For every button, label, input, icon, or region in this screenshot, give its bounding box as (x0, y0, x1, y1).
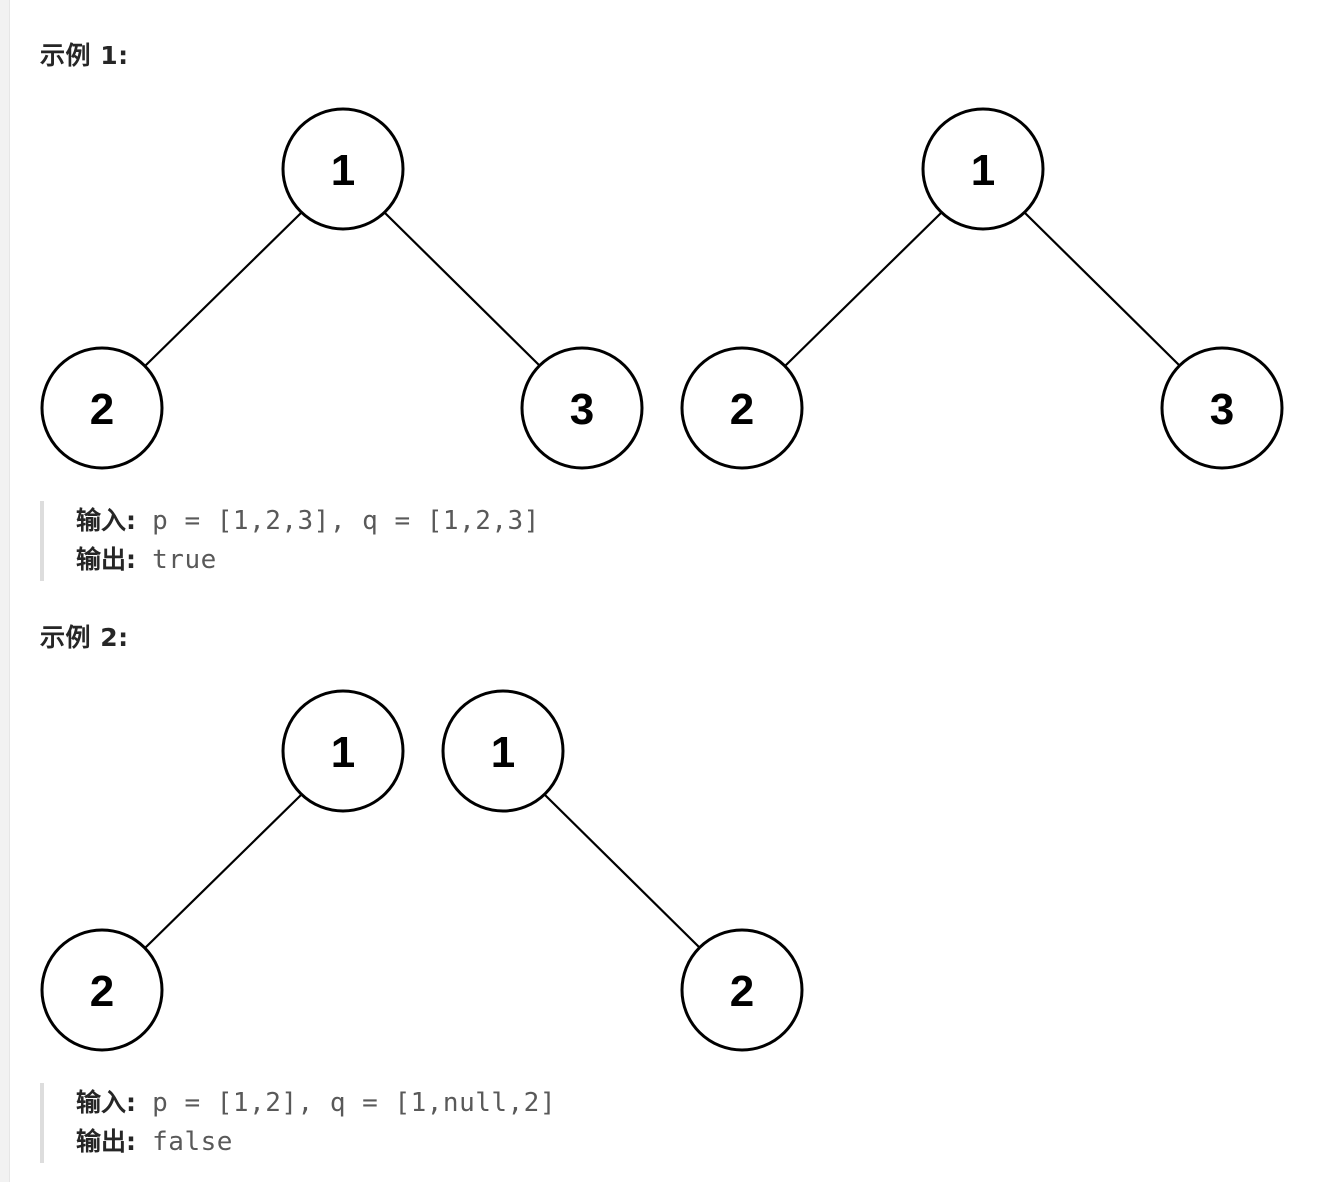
tree-q: 1 2 (441, 689, 804, 1052)
example-2-trees: 1 2 1 2 (40, 689, 804, 1052)
node-label: 2 (730, 967, 754, 1016)
tree-edge (784, 212, 942, 367)
node-label: 3 (570, 385, 594, 434)
input-value: p = [1,2,3], q = [1,2,3] (136, 506, 540, 536)
left-rail (0, 0, 10, 1182)
node-label: 1 (331, 728, 355, 777)
node-label: 1 (971, 146, 995, 195)
output-value: true (136, 545, 217, 575)
node-label: 1 (331, 146, 355, 195)
example-1-trees: 1 2 3 1 2 3 (40, 107, 1284, 470)
tree-edge (144, 212, 302, 367)
output-line: 输出: true (76, 540, 740, 579)
tree-node: 1 (281, 689, 405, 813)
tree-node: 1 (441, 689, 565, 813)
output-line: 输出: false (76, 1122, 740, 1161)
node-label: 1 (491, 728, 515, 777)
tree-node: 3 (520, 346, 644, 470)
node-label: 3 (1210, 385, 1234, 434)
tree-q: 1 2 3 (680, 107, 1284, 470)
example-1-io-block: 输入: p = [1,2,3], q = [1,2,3] 输出: true (40, 501, 740, 581)
example-1-heading: 示例 1: (40, 41, 129, 70)
example-2-io-block: 输入: p = [1,2], q = [1,null,2] 输出: false (40, 1083, 740, 1163)
node-label: 2 (90, 385, 114, 434)
tree-edge (544, 794, 701, 949)
tree-node: 3 (1160, 346, 1284, 470)
node-label: 2 (730, 385, 754, 434)
tree-edge (384, 212, 541, 367)
tree-node: 1 (921, 107, 1045, 231)
input-label: 输入: (76, 506, 136, 535)
tree-p: 1 2 3 (40, 107, 644, 470)
input-line: 输入: p = [1,2], q = [1,null,2] (76, 1083, 740, 1122)
tree-node: 2 (40, 346, 164, 470)
tree-edge (144, 794, 302, 949)
tree-node: 1 (281, 107, 405, 231)
output-label: 输出: (76, 545, 136, 574)
input-value: p = [1,2], q = [1,null,2] (136, 1088, 556, 1118)
output-value: false (136, 1127, 233, 1157)
input-line: 输入: p = [1,2,3], q = [1,2,3] (76, 501, 740, 540)
tree-node: 2 (40, 928, 164, 1052)
node-label: 2 (90, 967, 114, 1016)
tree-p: 1 2 (40, 689, 405, 1052)
output-label: 输出: (76, 1127, 136, 1156)
tree-node: 2 (680, 928, 804, 1052)
example-2-heading: 示例 2: (40, 623, 129, 652)
tree-node: 2 (680, 346, 804, 470)
input-label: 输入: (76, 1088, 136, 1117)
tree-edge (1024, 212, 1181, 367)
